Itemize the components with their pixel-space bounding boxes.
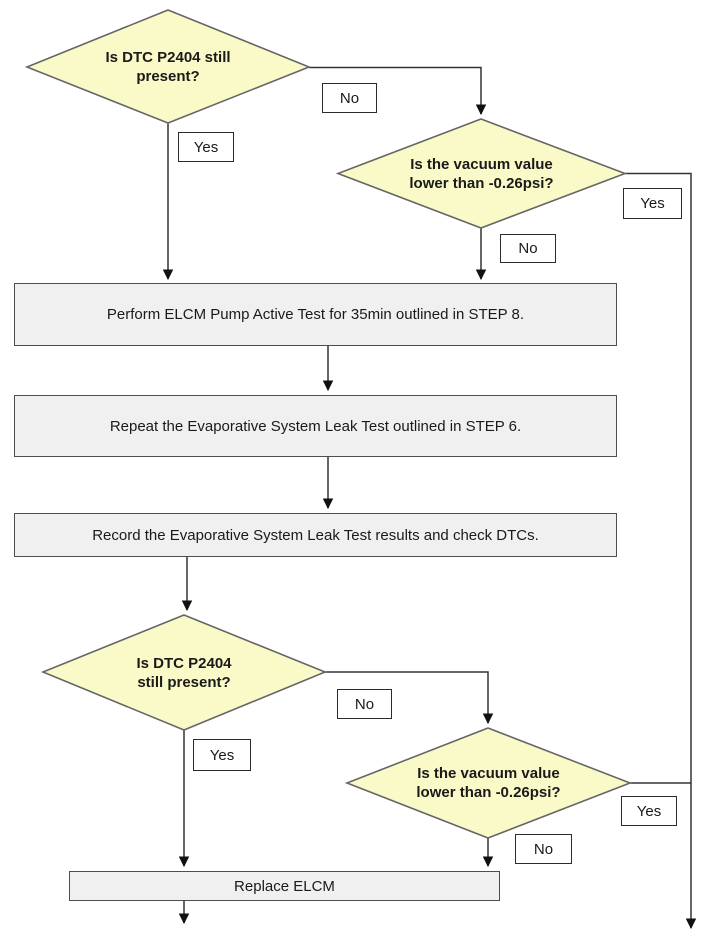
branch-label-no-d3: No (337, 689, 392, 719)
decision-diamond-vacuum-1 (335, 118, 628, 229)
process-repeat-leak-test: Repeat the Evaporative System Leak Test … (14, 395, 617, 457)
branch-label-yes-d4: Yes (621, 796, 677, 826)
process-perform-elcm-pump-test: Perform ELCM Pump Active Test for 35min … (14, 283, 617, 346)
connector-yes-rail-right (625, 172, 697, 930)
branch-label-yes-d2: Yes (623, 188, 682, 219)
process-label: Replace ELCM (234, 877, 335, 895)
connector-no-d1-to-d2 (309, 66, 487, 116)
branch-label-no-d1: No (322, 83, 377, 113)
decision-diamond-dtc-present-1 (24, 9, 312, 124)
process-label: Record the Evaporative System Leak Test … (92, 526, 539, 544)
branch-label-yes-d3: Yes (193, 739, 251, 771)
process-record-leak-test-results: Record the Evaporative System Leak Test … (14, 513, 617, 557)
decision-diamond-dtc-present-2 (40, 614, 328, 731)
decision-diamond-vacuum-2 (344, 727, 633, 839)
connector-no-d3-to-d4 (325, 671, 494, 725)
process-replace-elcm: Replace ELCM (69, 871, 500, 901)
process-label: Repeat the Evaporative System Leak Test … (109, 417, 522, 435)
branch-label-no-d4: No (515, 834, 572, 864)
branch-label-no-d2: No (500, 234, 556, 263)
branch-label-yes-d1: Yes (178, 132, 234, 162)
process-label: Perform ELCM Pump Active Test for 35min … (106, 306, 525, 323)
